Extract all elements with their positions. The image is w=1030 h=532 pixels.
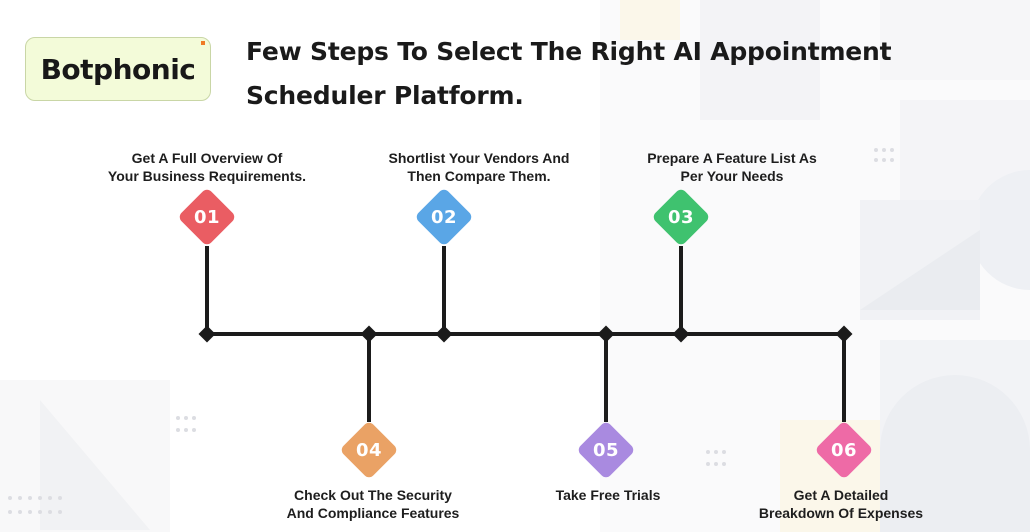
step-03-label: Prepare A Feature List As Per Your Needs: [602, 149, 862, 185]
page-title: Few Steps To Select The Right AI Appoint…: [246, 30, 946, 118]
step-03-number: 03: [667, 206, 695, 228]
title-line-2: Scheduler Platform.: [246, 81, 524, 110]
step-06-label-line-1: Get A Detailed: [793, 487, 889, 503]
junction-dot-01: [198, 325, 216, 343]
logo-accent-dot: [201, 41, 205, 45]
step-01-badge: 01: [177, 187, 237, 247]
step-04-label-line-1: Check Out The Security: [294, 487, 452, 503]
step-01-label-line-2: Your Business Requirements.: [107, 168, 307, 184]
step-04-label: Check Out The Security And Compliance Fe…: [243, 486, 503, 522]
step-04-label-line-2: And Compliance Features: [286, 505, 460, 521]
step-05-badge: 05: [576, 420, 636, 480]
step-03-label-line-1: Prepare A Feature List As: [647, 150, 817, 166]
step-06-label: Get A Detailed Breakdown Of Expenses: [711, 486, 971, 522]
logo-text: Botphonic: [40, 52, 196, 86]
step-06-label-line-2: Breakdown Of Expenses: [758, 505, 924, 521]
step-05-label: Take Free Trials: [478, 486, 738, 504]
step-04-number: 04: [355, 439, 383, 461]
step-03-badge: 03: [651, 187, 711, 247]
step-02-label: Shortlist Your Vendors And Then Compare …: [349, 149, 609, 185]
step-05-label-line-1: Take Free Trials: [555, 487, 661, 503]
junction-dot-05: [597, 325, 615, 343]
step-05-number: 05: [592, 439, 620, 461]
step-01-number: 01: [193, 206, 221, 228]
junction-dot-04: [360, 325, 378, 343]
junction-dot-06: [835, 325, 853, 343]
junction-dot-03: [672, 325, 690, 343]
brand-logo: Botphonic: [25, 37, 211, 101]
step-06-badge: 06: [814, 420, 874, 480]
step-02-badge: 02: [414, 187, 474, 247]
step-03-label-line-2: Per Your Needs: [680, 168, 784, 184]
title-line-1: Few Steps To Select The Right AI Appoint…: [246, 37, 892, 66]
step-06-number: 06: [830, 439, 858, 461]
step-04-badge: 04: [339, 420, 399, 480]
step-01-label: Get A Full Overview Of Your Business Req…: [77, 149, 337, 185]
step-02-label-line-2: Then Compare Them.: [407, 168, 551, 184]
step-02-label-line-1: Shortlist Your Vendors And: [388, 150, 570, 166]
step-02-number: 02: [430, 206, 458, 228]
junction-dot-02: [435, 325, 453, 343]
step-01-label-line-1: Get A Full Overview Of: [131, 150, 283, 166]
